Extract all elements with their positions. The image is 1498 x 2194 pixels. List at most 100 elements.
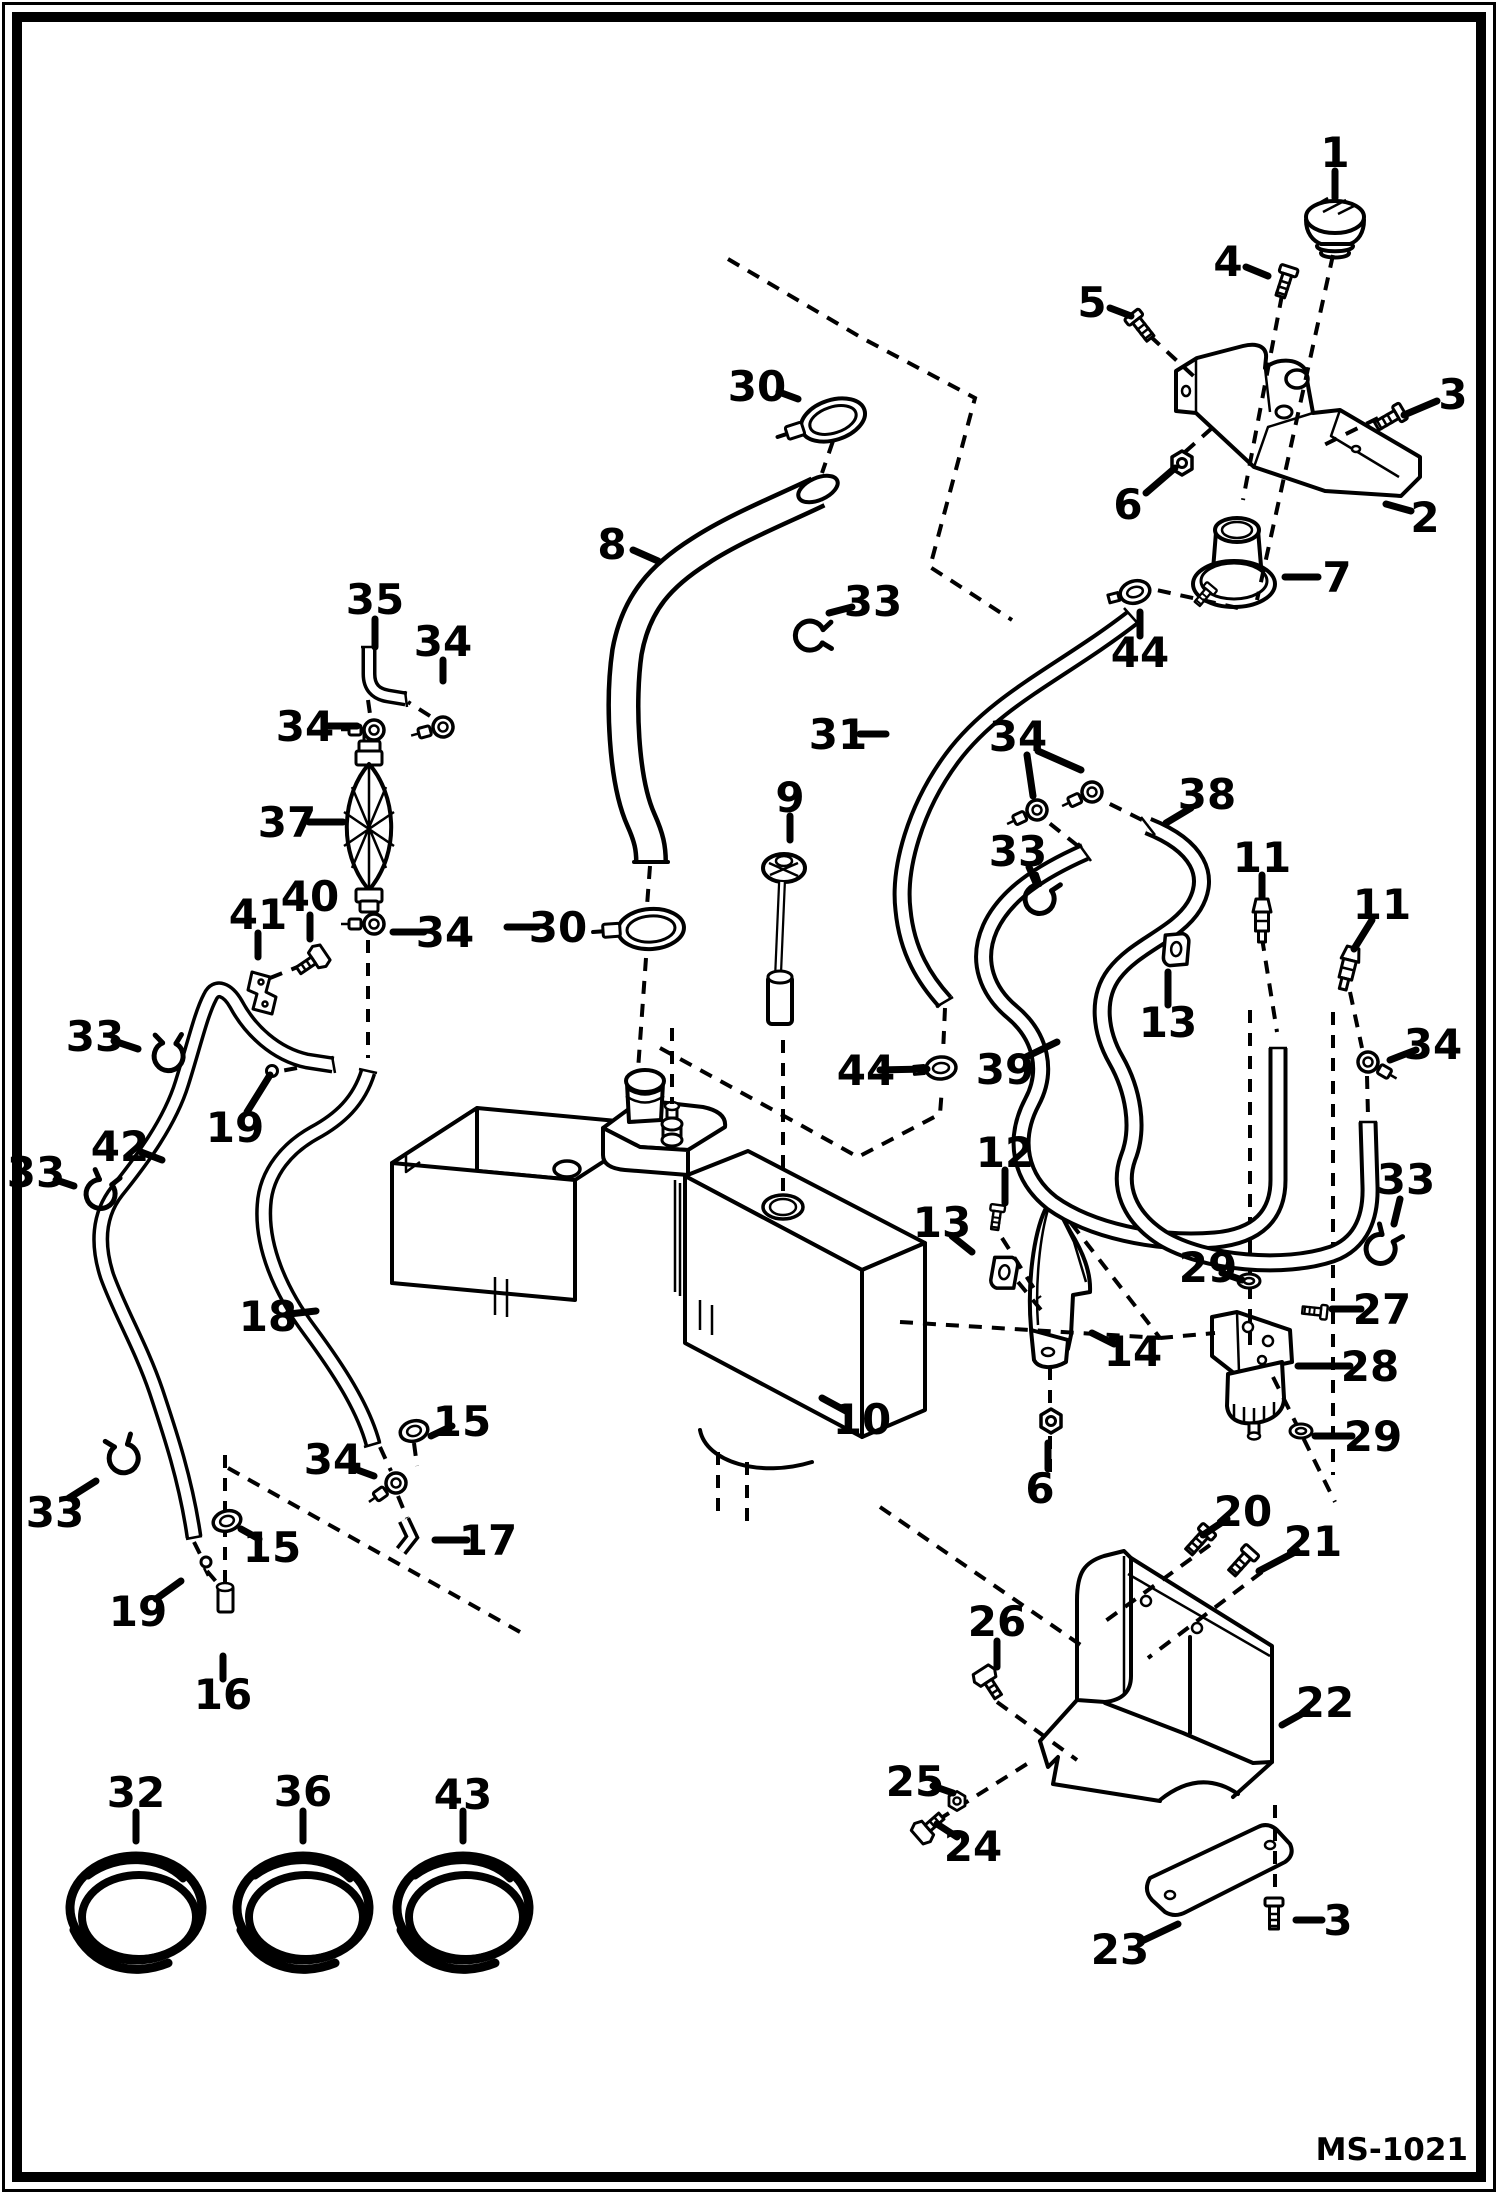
callout-39: 39 xyxy=(976,1045,1034,1094)
primer-bulb-part xyxy=(343,731,395,914)
callout-13: 13 xyxy=(913,1198,971,1247)
leader-line xyxy=(110,1037,142,1053)
callout-14: 14 xyxy=(1104,1327,1162,1376)
support-bracket-part xyxy=(1038,1549,1274,1803)
callout-33: 33 xyxy=(1377,1155,1435,1204)
callout-1: 1 xyxy=(1320,128,1349,177)
hose-coil-43 xyxy=(397,1856,529,1969)
callout-30: 30 xyxy=(728,362,786,411)
leader-line xyxy=(1034,747,1085,774)
callout-18: 18 xyxy=(239,1292,297,1341)
leader-line xyxy=(237,1525,263,1543)
callout-20: 20 xyxy=(1214,1487,1272,1536)
callout-10: 10 xyxy=(833,1395,891,1444)
screw-21 xyxy=(1223,1542,1261,1581)
callout-25: 25 xyxy=(886,1757,944,1806)
fuel-supply-hose-part xyxy=(1092,816,1380,1273)
tank-drain-hose-part xyxy=(92,981,337,1541)
callout-4: 4 xyxy=(1213,237,1242,286)
callout-32: 32 xyxy=(107,1768,165,1817)
callout-3: 3 xyxy=(1438,370,1467,419)
callout-41: 41 xyxy=(229,890,287,939)
screw-4 xyxy=(1270,262,1300,301)
callout-30: 30 xyxy=(529,903,587,952)
callout-3: 3 xyxy=(1323,1896,1352,1945)
leader-line xyxy=(929,1782,957,1797)
mini-clamp-34e xyxy=(1352,1046,1404,1089)
leader-line xyxy=(1023,751,1037,800)
fuel-tank-part xyxy=(390,1068,927,1471)
callout-31: 31 xyxy=(809,710,867,759)
leader-line xyxy=(948,1232,976,1256)
callout-43: 43 xyxy=(434,1770,492,1819)
callout-29: 29 xyxy=(1179,1243,1237,1292)
callout-44: 44 xyxy=(1111,628,1169,677)
leader-line xyxy=(1025,863,1040,887)
callout-24: 24 xyxy=(944,1822,1002,1871)
callout-15: 15 xyxy=(433,1397,491,1446)
leader-line xyxy=(65,1477,100,1502)
callout-11: 11 xyxy=(1353,880,1411,929)
leader-line xyxy=(1255,1547,1301,1575)
leader-lines xyxy=(52,167,1441,1945)
leader-line xyxy=(1088,1329,1118,1348)
nut-6b xyxy=(1039,1407,1063,1435)
worm-clamp-30b xyxy=(589,904,688,955)
callout-34: 34 xyxy=(414,617,472,666)
leader-line xyxy=(1106,304,1135,320)
callout-26: 26 xyxy=(968,1597,1026,1646)
leader-line xyxy=(1218,1269,1246,1284)
hose-coil-32 xyxy=(70,1856,202,1969)
leader-line xyxy=(1390,1195,1404,1228)
callout-33: 33 xyxy=(26,1488,84,1537)
spring-clamp-33c xyxy=(150,1031,187,1073)
mini-clamp-34c xyxy=(339,912,386,936)
leader-line xyxy=(1382,500,1415,515)
screw-12 xyxy=(986,1202,1007,1232)
callout-44: 44 xyxy=(837,1046,895,1095)
callout-40: 40 xyxy=(281,872,339,921)
callout-5: 5 xyxy=(1077,278,1106,327)
callout-21: 21 xyxy=(1284,1517,1342,1566)
callout-37: 37 xyxy=(258,798,316,847)
callout-22: 22 xyxy=(1296,1678,1354,1727)
leader-line xyxy=(933,1820,961,1841)
callout-numbers: 1233456678910111112131314151516171819192… xyxy=(7,128,1468,1974)
leader-line xyxy=(1400,397,1441,419)
leader-line xyxy=(775,388,802,403)
callout-19: 19 xyxy=(206,1103,264,1152)
callout-42: 42 xyxy=(91,1122,149,1171)
leader-line xyxy=(1350,916,1376,953)
callout-7: 7 xyxy=(1322,553,1351,602)
leader-line xyxy=(285,1307,320,1318)
dipstick-sender-part xyxy=(761,852,807,1026)
callout-29: 29 xyxy=(1344,1412,1402,1461)
callout-11: 11 xyxy=(1233,833,1291,882)
leader-line xyxy=(818,1394,850,1415)
callout-9: 9 xyxy=(775,773,804,822)
tank-vent-nipple xyxy=(660,1100,684,1148)
bolt-40 xyxy=(290,941,334,982)
callout-34: 34 xyxy=(416,908,474,957)
filler-hose-part xyxy=(606,473,840,864)
callout-12: 12 xyxy=(976,1128,1034,1177)
leader-line xyxy=(1138,1920,1182,1945)
callout-8: 8 xyxy=(597,520,626,569)
clip-13b xyxy=(987,1252,1021,1293)
screw-3b xyxy=(1263,1896,1285,1931)
callout-28: 28 xyxy=(1341,1342,1399,1391)
callout-13: 13 xyxy=(1139,998,1197,1047)
mount-plate-part xyxy=(1145,1823,1294,1917)
pickup-hose-part xyxy=(255,1067,382,1449)
elbow-fitting-part xyxy=(361,645,409,708)
leader-line xyxy=(1199,1515,1231,1539)
leader-line xyxy=(1386,1046,1420,1064)
leader-line xyxy=(629,546,662,565)
worm-clamp-30a xyxy=(769,388,873,459)
callout-6: 6 xyxy=(1025,1464,1054,1513)
clamp-44a xyxy=(1104,575,1155,612)
mini-clamp-34a xyxy=(406,713,457,747)
leader-line xyxy=(243,1071,274,1116)
callout-34: 34 xyxy=(304,1435,362,1484)
